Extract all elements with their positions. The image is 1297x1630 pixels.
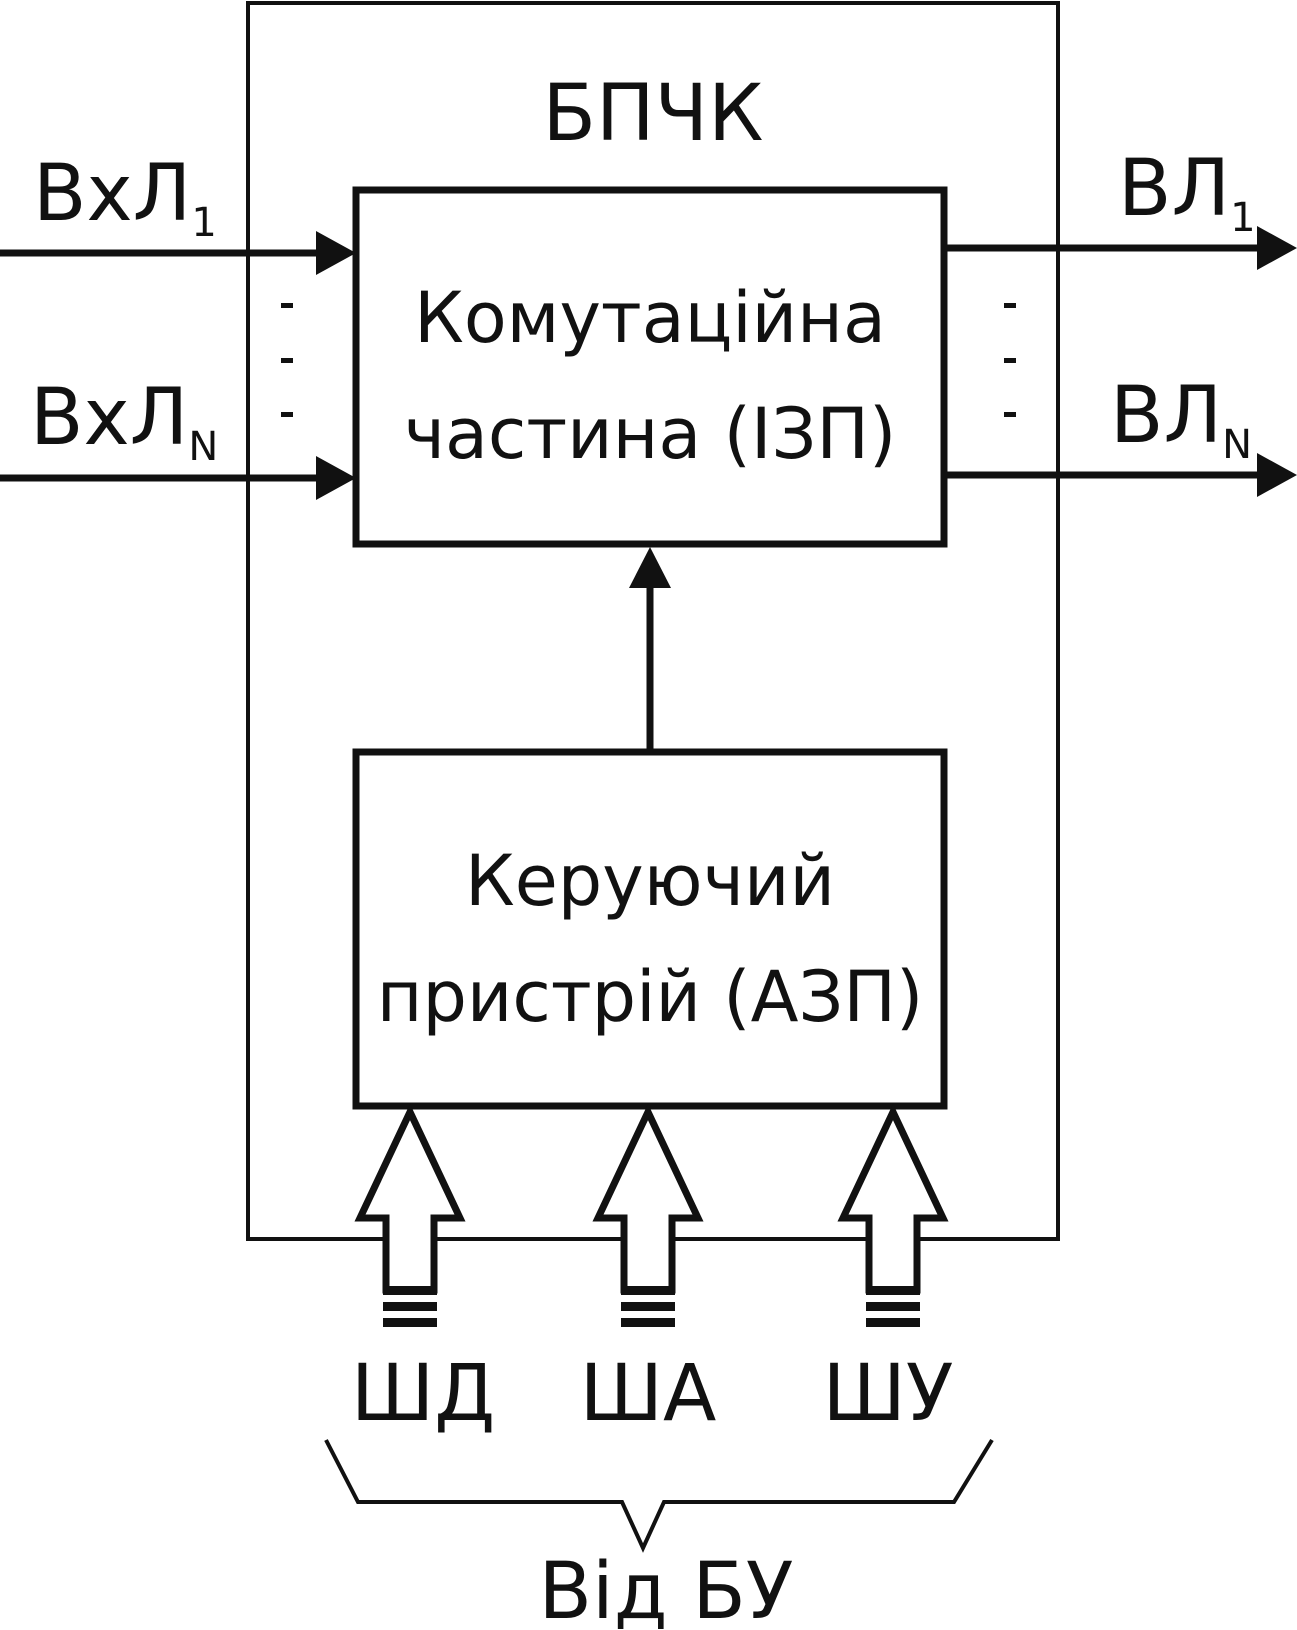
input-arrowhead-n (316, 456, 356, 500)
bus-label-data: ШД (351, 1349, 495, 1439)
output-label-1: ВЛ1 (1118, 144, 1256, 241)
output-arrowhead-n (1257, 453, 1297, 497)
output-label-n: ВЛN (1110, 371, 1252, 468)
input-arrowhead-1 (316, 231, 356, 275)
switching-block-line1: Комутаційна (414, 277, 886, 359)
bus-arrow-address (592, 1103, 704, 1327)
control-to-switching-arrowhead (629, 547, 671, 588)
control-block (352, 748, 948, 1110)
grouping-brace (324, 1438, 994, 1553)
output-ellipsis (1004, 303, 1016, 417)
input-ellipsis (281, 303, 293, 417)
control-block-line2: пристрій (АЗП) (377, 956, 924, 1038)
switching-block (352, 186, 948, 548)
input-label-n: ВхЛN (30, 373, 218, 470)
control-block-line1: Керуючий (465, 840, 835, 922)
bus-arrow-control (837, 1103, 949, 1327)
bus-label-address: ША (580, 1349, 717, 1439)
outer-block-label: БПЧК (542, 69, 763, 159)
input-label-1: ВхЛ1 (33, 149, 217, 246)
output-arrowhead-1 (1257, 226, 1297, 270)
source-label: Від БУ (539, 1547, 794, 1630)
bus-arrow-data (354, 1103, 466, 1327)
switching-block-line2: частина (ІЗП) (404, 393, 897, 475)
bus-label-control: ШУ (823, 1349, 954, 1439)
